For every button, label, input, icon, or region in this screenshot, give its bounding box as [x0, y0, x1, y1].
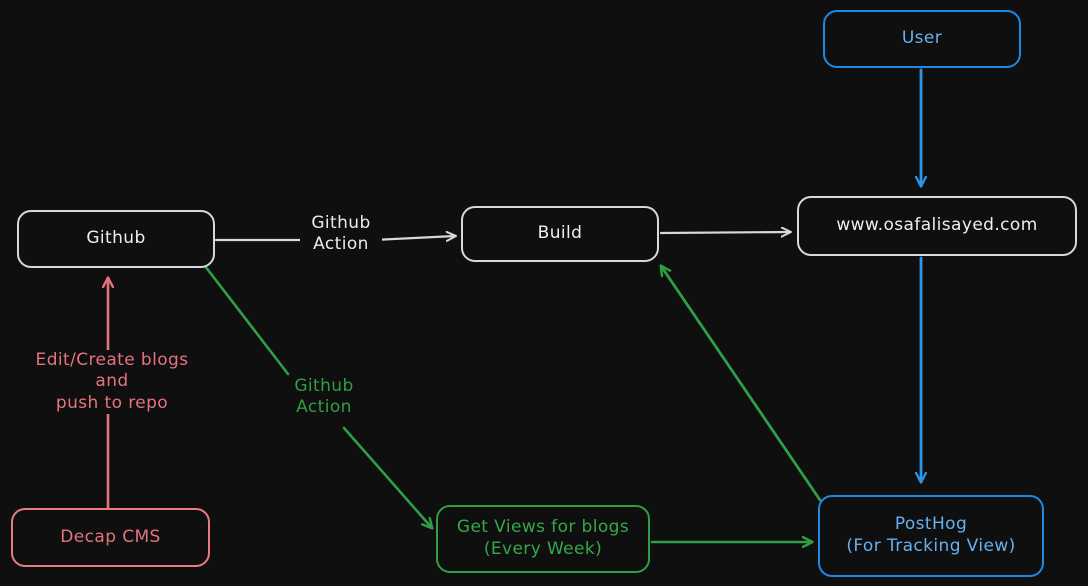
edge-label-github-action-green: Github Action	[282, 376, 366, 419]
node-get-views-label: Get Views for blogs (Every Week)	[456, 517, 630, 559]
edge-build-to-website	[659, 232, 790, 233]
edge-github-to-getviews-head	[203, 264, 290, 376]
node-user[interactable]: User	[823, 10, 1021, 68]
node-decap-cms[interactable]: Decap CMS	[11, 508, 210, 567]
edge-github-to-getviews-tail	[342, 426, 432, 528]
edge-github-to-build-tail	[372, 236, 455, 240]
node-decap-cms-label: Decap CMS	[60, 526, 161, 547]
node-github-label: Github	[86, 228, 146, 249]
edge-label-edit-create-blogs: Edit/Create blogs and push to repo	[14, 350, 210, 414]
node-website[interactable]: www.osafalisayed.com	[797, 196, 1077, 256]
node-posthog-label: PostHog (For Tracking View)	[846, 514, 1016, 556]
node-build[interactable]: Build	[461, 206, 659, 262]
node-github[interactable]: Github	[17, 210, 215, 268]
node-posthog[interactable]: PostHog (For Tracking View)	[818, 495, 1044, 577]
node-build-label: Build	[537, 223, 583, 244]
node-user-label: User	[901, 28, 943, 49]
edge-label-github-action-white: Github Action	[300, 213, 382, 256]
edge-posthog-to-build	[661, 266, 822, 502]
node-website-label: www.osafalisayed.com	[836, 215, 1038, 236]
node-get-views[interactable]: Get Views for blogs (Every Week)	[436, 505, 650, 573]
